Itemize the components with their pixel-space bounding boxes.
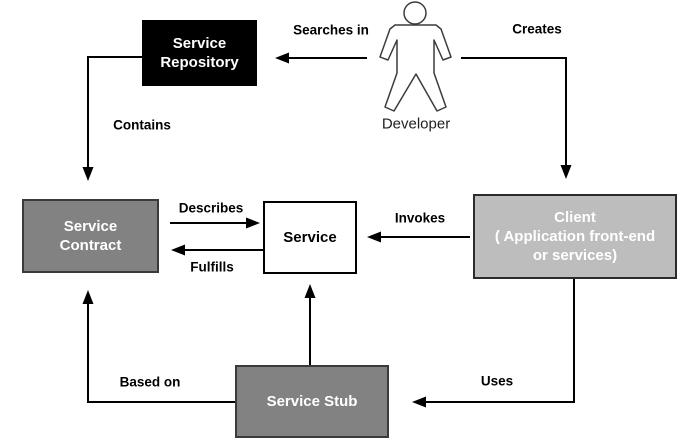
edge-describes	[170, 217, 260, 229]
edge-label-describes: Describes	[178, 200, 244, 216]
edge-creates-arrowhead	[560, 165, 572, 179]
edge-label-based-on: Based on	[119, 374, 181, 390]
node-service-repository: Service Repository	[142, 20, 257, 86]
developer-body-icon	[379, 24, 452, 112]
edge-creates-line	[461, 57, 567, 165]
edge-label-uses: Uses	[480, 373, 514, 389]
edge-creates	[461, 57, 572, 179]
edge-based-on-line	[87, 304, 235, 403]
edge-stub-to-service-arrowhead	[304, 284, 316, 298]
edge-stub-to-service	[304, 284, 316, 365]
node-service-contract: Service Contract	[22, 199, 159, 273]
developer-label: Developer	[381, 115, 451, 133]
edge-contains-arrowhead	[82, 167, 94, 181]
edge-contains	[82, 56, 142, 181]
developer-head-icon	[403, 1, 427, 25]
edge-label-fulfills: Fulfills	[190, 259, 234, 275]
edge-searches-in	[275, 52, 367, 64]
edge-describes-arrowhead	[246, 217, 260, 229]
edge-invokes-arrowhead	[367, 231, 381, 243]
edge-invokes	[367, 231, 470, 243]
edge-based-on	[82, 290, 235, 403]
node-client: Client ( Application front-end or servic…	[473, 194, 677, 279]
edge-uses-arrowhead	[412, 396, 426, 408]
edge-uses-line	[426, 279, 575, 403]
node-service-stub: Service Stub	[235, 365, 389, 438]
edge-fulfills-arrowhead	[171, 244, 185, 256]
edge-label-contains: Contains	[113, 117, 171, 133]
edge-label-creates: Creates	[512, 21, 562, 37]
edge-label-searches-in: Searches in	[293, 22, 369, 38]
edge-contains-line	[87, 56, 142, 167]
edge-fulfills	[171, 244, 265, 256]
node-service: Service	[263, 201, 357, 274]
edge-label-invokes: Invokes	[394, 210, 446, 226]
edge-uses	[412, 279, 575, 408]
developer-figure	[379, 1, 452, 112]
edge-based-on-arrowhead	[82, 290, 94, 304]
edge-searches-in-arrowhead	[275, 52, 289, 64]
